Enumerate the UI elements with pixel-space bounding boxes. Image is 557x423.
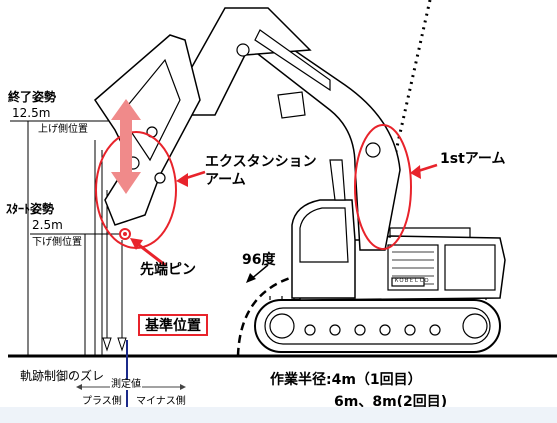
minus-arrowhead: [180, 384, 186, 390]
first-arm-highlight: [354, 124, 412, 250]
reference-position-label: 基準位置: [145, 318, 201, 334]
upper-boom: [163, 7, 312, 116]
grill-lines: [392, 251, 434, 285]
cab-window: [299, 207, 349, 263]
down-side-label: 下げ側位置: [32, 237, 82, 248]
plus-side-label: プラス側: [82, 396, 122, 407]
measured-value-label: 測定値: [110, 379, 142, 390]
measure-arrowhead-1: [102, 337, 112, 352]
angle-callout-arrow: [246, 264, 269, 283]
end-height-value: 12.5m: [12, 106, 51, 120]
crawler-rollers: [269, 313, 488, 339]
working-radius-first: 作業半径:4m（1回目）: [270, 372, 422, 388]
plus-arrowhead: [76, 384, 82, 390]
angle-label: 96度: [242, 252, 276, 268]
extension-arm-label-line2: アーム: [205, 172, 246, 188]
end-posture-label: 終了姿勢: [8, 90, 57, 104]
tip-pin-callout-arrow: [130, 238, 166, 267]
upper-pin: [236, 43, 250, 57]
start-height-value: 2.5m: [32, 218, 63, 232]
excavator: [94, 7, 506, 353]
counterweight-panel: [444, 244, 496, 291]
main-boom: [239, 18, 401, 251]
boom-link: [254, 29, 331, 92]
first-arm-callout-arrow: [410, 163, 438, 179]
tip-pin-label: 先端ピン: [140, 262, 196, 278]
reference-position-box: 基準位置: [138, 314, 208, 336]
minus-side-label: マイナス側: [136, 396, 186, 407]
measure-arrowhead-2: [117, 337, 127, 352]
boom-cylinder: [329, 159, 346, 201]
machine-brand: ＫＯＢＥＬＣＯ: [394, 278, 430, 284]
first-arm-label: 1stアーム: [440, 151, 506, 167]
boom-bracket: [277, 91, 306, 119]
start-posture-label: ｽﾀｰﾄ姿勢: [6, 202, 55, 216]
bottom-strip: [0, 407, 557, 423]
vertical-motion-arrow: [111, 99, 141, 194]
trajectory-deviation-label: 軌跡制御のズレ: [20, 369, 105, 383]
arm-pin-b: [154, 172, 166, 184]
brand-plate: [391, 277, 425, 287]
crawler-inner: [264, 307, 491, 345]
extension-inner: [119, 58, 181, 162]
working-radius-second: 6m、8m(2回目): [334, 394, 448, 410]
up-side-label: 上げ側位置: [38, 124, 88, 135]
extension-callout-arrow: [176, 170, 206, 187]
handrail: [389, 227, 471, 238]
tip-pin-core: [123, 232, 127, 236]
extension-arm-label-line1: エクスタンション: [205, 154, 317, 170]
boom-pivot: [365, 142, 381, 158]
